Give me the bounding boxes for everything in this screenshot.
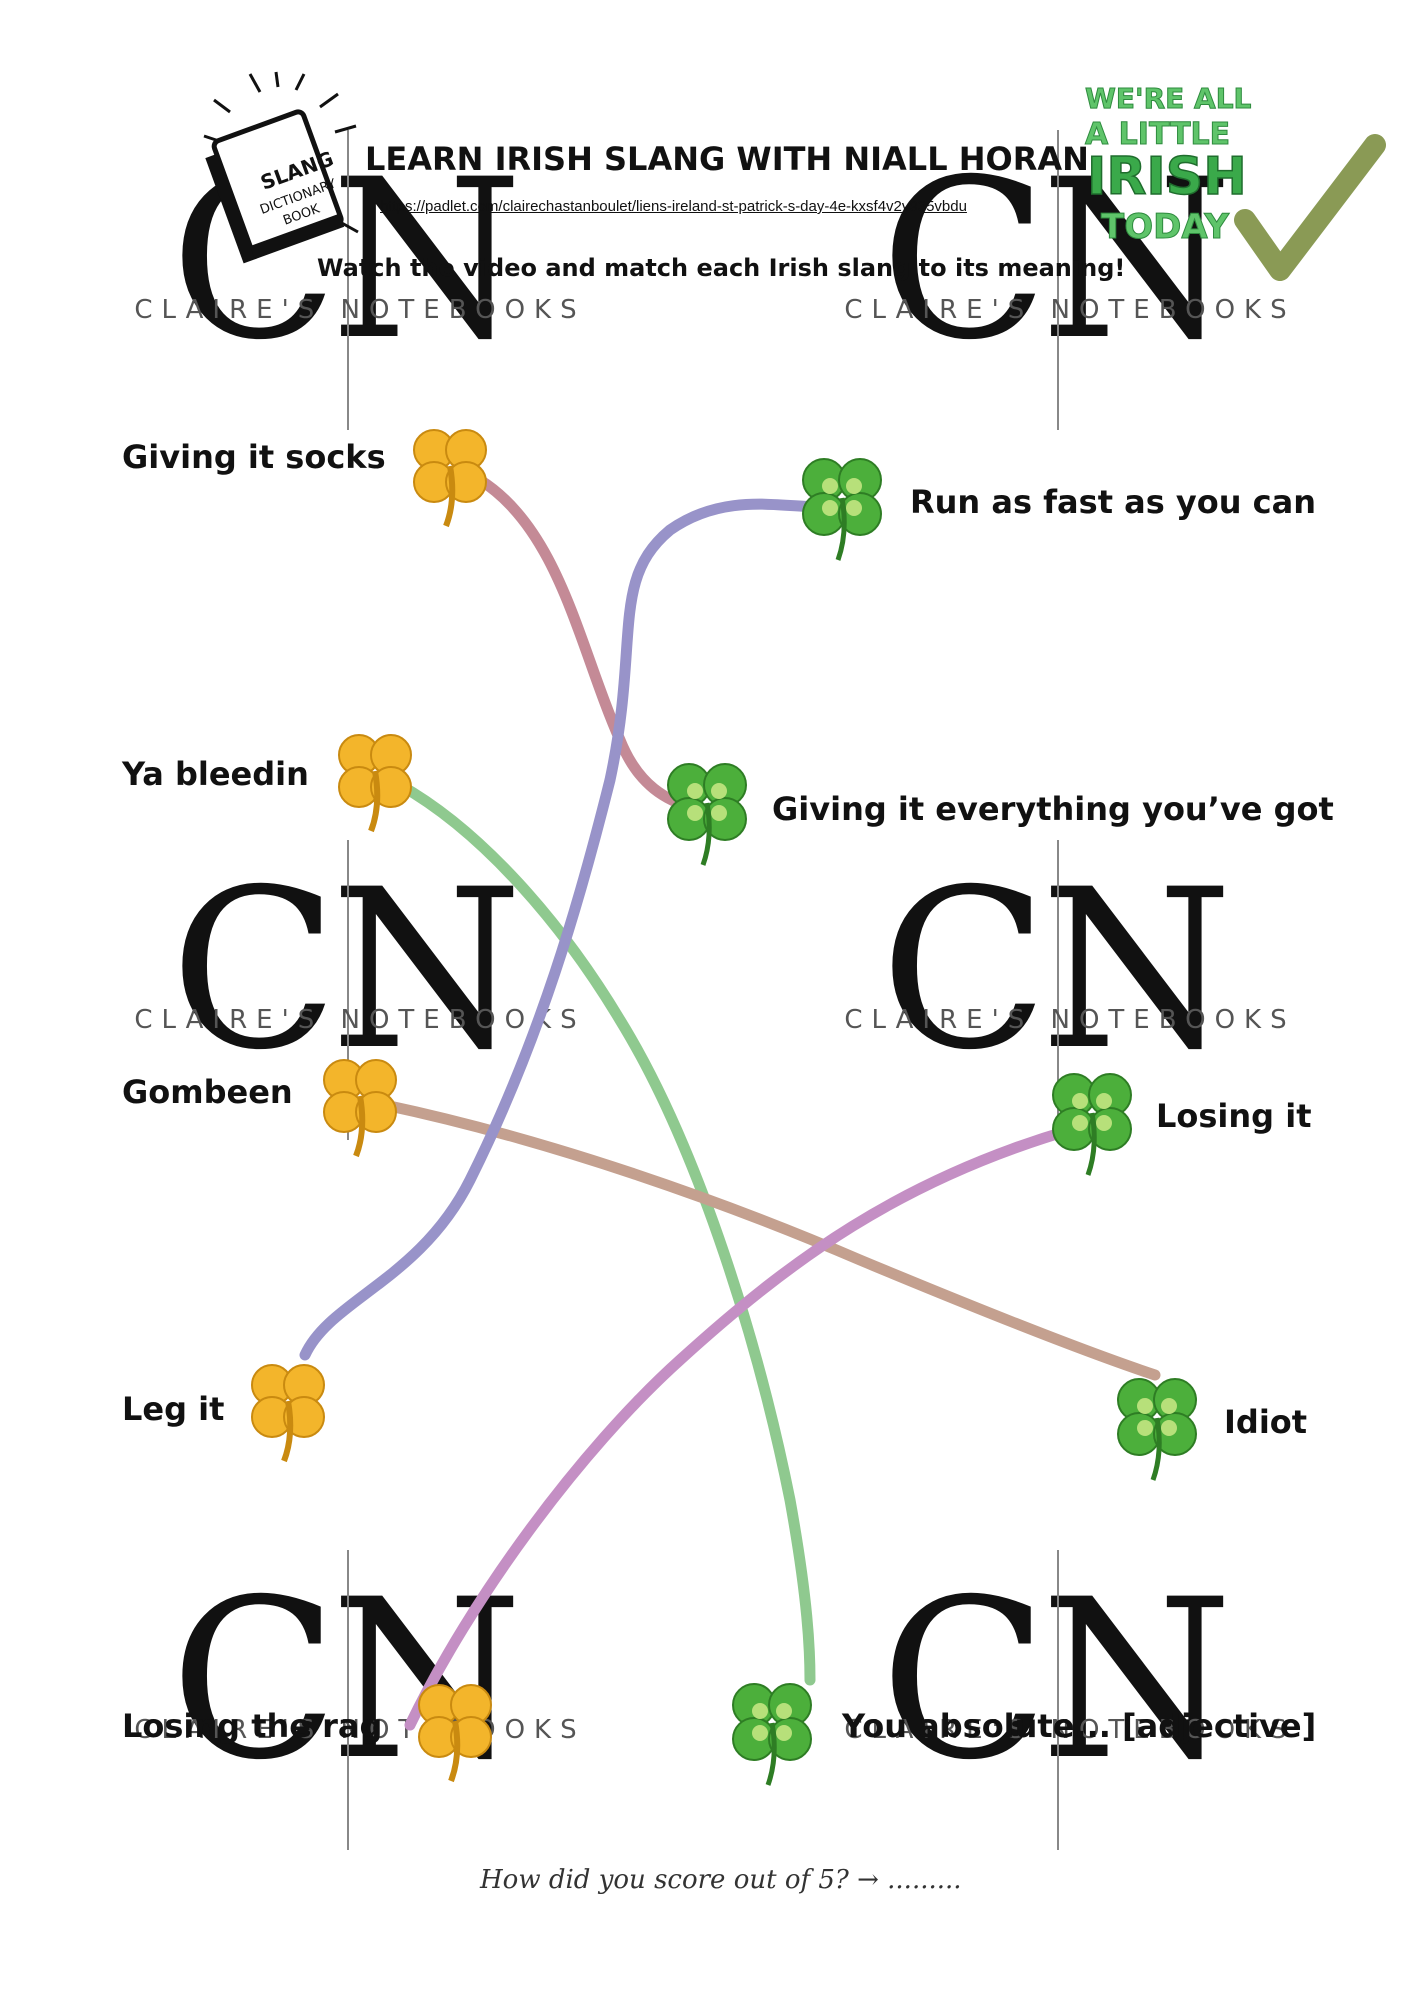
sticker-line-1: WE'RE ALL: [1085, 82, 1252, 115]
meaning-giving-everything[interactable]: Giving it everything you’ve got: [772, 790, 1334, 828]
match-line-gombeen: [379, 1099, 1161, 1381]
watermark: CN CLAIRE'S NOTEBOOKS: [830, 1550, 1310, 1850]
sticker-line-2: A LITTLE: [1085, 117, 1230, 152]
term-leg-it[interactable]: Leg it: [122, 1390, 225, 1428]
page-title: LEARN IRISH SLANG WITH NIALL HORAN: [365, 140, 1089, 178]
watermark-divider: [1057, 840, 1059, 1140]
check-mark-icon: [1234, 134, 1386, 281]
watermark-monogram: CN: [880, 1552, 1233, 1808]
instructions: Watch the video and match each Irish sla…: [317, 254, 1126, 282]
watermark-brand: CLAIRE'S NOTEBOOKS: [134, 1715, 586, 1745]
match-line-bleedin: [394, 779, 816, 1686]
watermark: CN CLAIRE'S NOTEBOOKS: [830, 130, 1310, 430]
term-ya-bleedin[interactable]: Ya bleedin: [122, 755, 309, 793]
watermark-brand: CLAIRE'S NOTEBOOKS: [844, 1715, 1296, 1745]
green-clover-icon: [1117, 1378, 1197, 1481]
watermark-monogram: CN: [170, 842, 523, 1098]
green-clover-icon: [1052, 1073, 1132, 1176]
meaning-losing-it[interactable]: Losing it: [1156, 1097, 1312, 1135]
green-clover-icon: [732, 1683, 812, 1786]
watermark: CN CLAIRE'S NOTEBOOKS: [120, 130, 600, 430]
gold-clover-icon: [251, 1364, 325, 1463]
watermark-divider: [347, 1550, 349, 1850]
match-line-socks: [474, 474, 701, 816]
watermark: CN CLAIRE'S NOTEBOOKS: [830, 840, 1310, 1140]
term-gombeen[interactable]: Gombeen: [122, 1073, 293, 1111]
gold-clover-icon: [323, 1059, 397, 1158]
watermark-divider: [347, 130, 349, 430]
gold-clover-icon: [338, 734, 412, 833]
term-giving-it-socks[interactable]: Giving it socks: [122, 438, 386, 476]
score-prompt: How did you score out of 5? → .........: [480, 1865, 962, 1895]
watermark-monogram: CN: [880, 132, 1233, 388]
dictionary-book-icon: SLANG DICTIONARY BOOK: [203, 71, 359, 264]
green-clover-icon: [667, 763, 747, 866]
watermark-brand: CLAIRE'S NOTEBOOKS: [844, 295, 1296, 325]
watermark-brand: CLAIRE'S NOTEBOOKS: [134, 1005, 586, 1035]
watermark: CN CLAIRE'S NOTEBOOKS: [120, 840, 600, 1140]
sticker-line-3: IRISH: [1087, 147, 1247, 207]
irish-sticker-icon: WE'RE ALL A LITTLE IRISH TODAY: [1085, 82, 1253, 248]
sticker-line-4: TODAY: [1101, 207, 1229, 247]
watermark-divider: [347, 840, 349, 1140]
watermark-divider: [1057, 1550, 1059, 1850]
term-losing-the-rag[interactable]: Losing the rag: [122, 1707, 383, 1745]
match-line-rag: [404, 1124, 1076, 1731]
meaning-idiot[interactable]: Idiot: [1224, 1403, 1308, 1441]
watermark-brand: CLAIRE'S NOTEBOOKS: [134, 295, 586, 325]
gold-clover-icon: [418, 1684, 492, 1783]
watermark-divider: [1057, 130, 1059, 430]
watermark-brand: CLAIRE'S NOTEBOOKS: [844, 1005, 1296, 1035]
meaning-you-absolute[interactable]: You absolute... [adjective]: [842, 1707, 1317, 1745]
match-line-legit: [299, 498, 821, 1361]
watermark-monogram: CN: [880, 842, 1233, 1098]
padlet-link[interactable]: https://padlet.com/clairechastanboulet/l…: [380, 198, 967, 215]
green-clover-icon: [802, 458, 882, 561]
meaning-run-as-fast[interactable]: Run as fast as you can: [910, 483, 1317, 521]
gold-clover-icon: [413, 429, 487, 528]
